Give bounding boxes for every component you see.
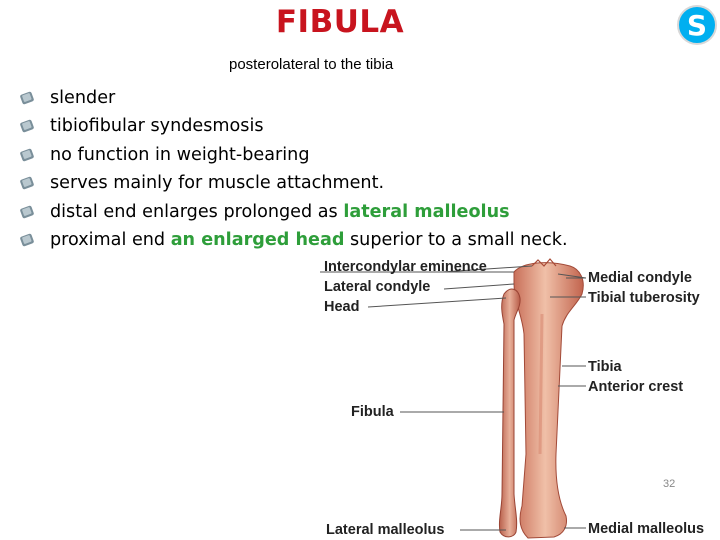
skype-icon[interactable]: S <box>676 4 718 46</box>
bullet-list: slender tibiofibular syndesmosis no func… <box>20 84 568 254</box>
bullet-text: serves mainly for muscle attachment. <box>50 173 385 194</box>
label-medial-malleolus: Medial malleolus <box>588 521 704 537</box>
label-lateral-condyle: Lateral condyle <box>324 279 430 295</box>
tibia-fibula-illustration: Intercondylar eminence Lateral condyle H… <box>320 258 704 539</box>
label-fibula: Fibula <box>351 404 395 420</box>
label-tibia: Tibia <box>588 359 623 375</box>
label-medial-condyle: Medial condyle <box>588 270 692 286</box>
bullet-item: serves mainly for muscle attachment. <box>20 169 568 197</box>
label-head: Head <box>324 299 359 315</box>
bullet-text: no function in weight-bearing <box>50 144 310 165</box>
label-anterior-crest: Anterior crest <box>588 379 683 395</box>
bullet-text: tibiofibular syndesmosis <box>50 116 264 137</box>
bullet-highlight: an enlarged head <box>170 229 345 250</box>
slide-subtitle: posterolateral to the tibia <box>229 56 394 73</box>
bullet-icon <box>20 176 34 190</box>
slide-title: FIBULA <box>275 4 405 40</box>
bullet-icon <box>20 91 34 105</box>
bullet-item: tibiofibular syndesmosis <box>20 112 568 140</box>
bullet-icon <box>20 233 34 247</box>
fibula-bone <box>498 288 521 538</box>
bullet-icon <box>20 148 34 161</box>
bullet-item: no function in weight-bearing <box>20 141 568 169</box>
label-tibial-tuberosity: Tibial tuberosity <box>588 290 700 306</box>
bullet-item: proximal end an enlarged head superior t… <box>20 226 568 254</box>
tibia-bone <box>513 262 584 539</box>
svg-text:S: S <box>687 9 707 42</box>
bullet-icon <box>20 120 34 133</box>
bullet-icon <box>20 205 34 218</box>
bullet-item: slender <box>20 84 568 112</box>
bullet-text: proximal end <box>50 229 171 250</box>
bullet-item: distal end enlarges prolonged as lateral… <box>20 198 568 226</box>
bullet-text: distal end enlarges prolonged as <box>50 201 344 222</box>
bullet-highlight: lateral malleolus <box>343 201 510 222</box>
label-intercondylar-eminence: Intercondylar eminence <box>324 259 487 275</box>
bullet-text-tail: superior to a small neck. <box>344 229 568 250</box>
label-lateral-malleolus: Lateral malleolus <box>326 522 444 538</box>
page-number: 32 <box>663 478 676 490</box>
bullet-text: slender <box>50 88 116 108</box>
